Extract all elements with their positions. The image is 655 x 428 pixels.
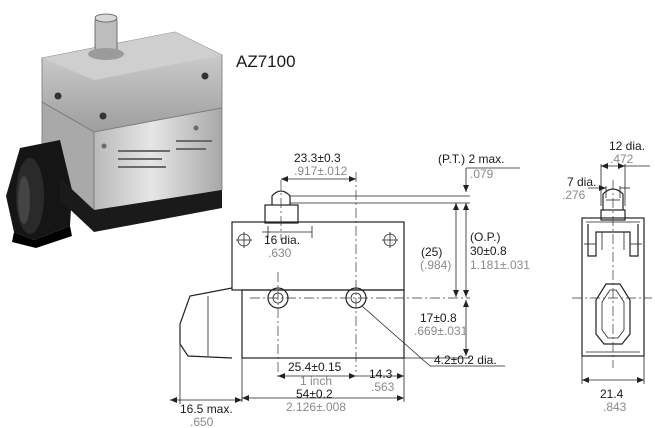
side-roller-dia-mm: 7 dia. xyxy=(567,175,596,189)
side-width-mm: 21.4 xyxy=(600,387,624,401)
side-top-dia-inch: .472 xyxy=(610,152,634,166)
op-label: (O.P.) xyxy=(470,230,500,244)
screw-right xyxy=(382,232,398,248)
offset-mm: 14.3 xyxy=(369,367,393,381)
side-roller-dia-inch: .276 xyxy=(562,188,586,202)
front-dimensions: 23.3±0.3 .917±.012 (P.T.) 2 max. .079 16… xyxy=(170,151,530,428)
side-view xyxy=(572,180,652,368)
length-mm: 54±0.2 xyxy=(296,387,333,401)
offset-inch: .563 xyxy=(371,380,395,394)
boot-mm: 16.5 max. xyxy=(180,402,233,416)
plunger-dia-inch: .630 xyxy=(268,246,292,260)
op-inch: 1.181±.031 xyxy=(470,258,530,272)
width-top-inch: .917±.012 xyxy=(294,164,348,178)
side-width-inch: .843 xyxy=(603,400,627,414)
width-top-mm: 23.3±0.3 xyxy=(294,151,341,165)
hole-height-inch: .669±.031 xyxy=(414,324,468,338)
boot-inch: .650 xyxy=(190,415,214,428)
product-photo xyxy=(6,13,223,248)
front-view xyxy=(179,172,470,380)
model-number: AZ7100 xyxy=(236,52,296,71)
pretravel-mm: (P.T.) 2 max. xyxy=(438,152,504,166)
hole-spacing-inch: 1 inch xyxy=(300,374,332,388)
ref-height-mm: (25) xyxy=(421,245,442,259)
hole-height-mm: 17±0.8 xyxy=(420,311,457,325)
side-dimensions: 12 dia. .472 7 dia. .276 21.4 .843 xyxy=(562,139,650,414)
hole-dia-mm: 4.2±0.2 dia. xyxy=(434,353,497,367)
length-inch: 2.126±.008 xyxy=(286,400,346,414)
side-top-dia-mm: 12 dia. xyxy=(609,139,645,153)
screw-left xyxy=(236,232,252,248)
ref-height-inch: (.984) xyxy=(420,258,451,272)
pretravel-inch: .079 xyxy=(470,167,494,181)
op-mm: 30±0.8 xyxy=(470,244,507,258)
hole-spacing-mm: 25.4±0.15 xyxy=(288,360,342,374)
plunger-dia-mm: 16 dia. xyxy=(264,233,300,247)
